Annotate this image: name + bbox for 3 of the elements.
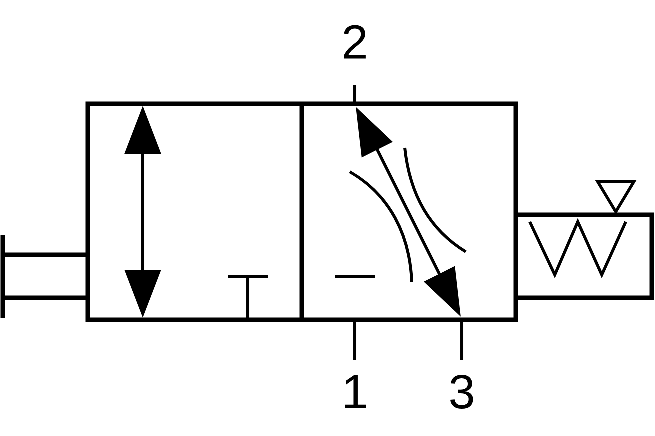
port-number: 1: [345, 376, 366, 409]
port-number: 2: [344, 25, 366, 59]
port-number: 3: [450, 375, 474, 409]
